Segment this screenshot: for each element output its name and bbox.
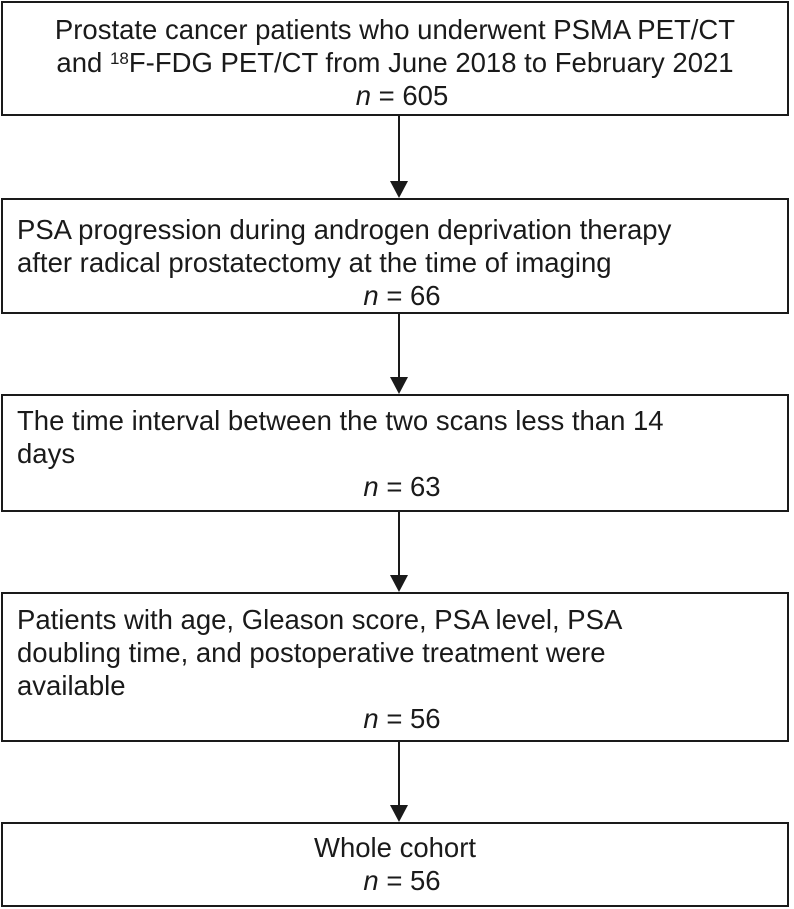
step-text-line: PSA progression during androgen deprivat… xyxy=(17,214,672,245)
step-count: n = 605 xyxy=(17,79,787,112)
step-box-psa-progression: PSA progression during androgen deprivat… xyxy=(1,198,789,314)
step-text-line: available xyxy=(17,670,126,701)
isotope-superscript: 18 xyxy=(109,49,129,68)
n-label: n xyxy=(363,471,379,502)
step-text-prefix: and xyxy=(56,47,110,78)
step-text-line: days xyxy=(17,438,76,469)
n-label: n xyxy=(363,703,379,734)
n-value: = 56 xyxy=(386,865,441,896)
step-box-initial-patients: Prostate cancer patients who underwent P… xyxy=(1,1,789,116)
step-text-rest: F-FDG PET/CT from June 2018 to February … xyxy=(128,47,734,78)
arrow-3-to-4 xyxy=(390,512,408,592)
n-label: n xyxy=(355,80,372,111)
arrow-1-to-2 xyxy=(390,116,408,198)
step-count: n = 56 xyxy=(17,702,787,735)
step-text-line: Prostate cancer patients who underwent P… xyxy=(54,14,736,45)
n-value: = 63 xyxy=(386,471,441,502)
step-box-data-available: Patients with age, Gleason score, PSA le… xyxy=(1,592,789,742)
arrow-4-to-5 xyxy=(390,742,408,822)
n-label: n xyxy=(363,280,379,311)
step-count: n = 63 xyxy=(17,470,787,503)
step-count: n = 66 xyxy=(17,279,787,312)
step-text-line: Whole cohort xyxy=(313,832,477,863)
step-text-line: and 18F-FDG PET/CT from June 2018 to Feb… xyxy=(17,46,787,79)
step-text-line: doubling time, and postoperative treatme… xyxy=(17,637,606,668)
step-count: n = 56 xyxy=(17,864,787,897)
arrow-2-to-3 xyxy=(390,314,408,394)
n-label: n xyxy=(363,865,379,896)
step-text-line: after radical prostatectomy at the time … xyxy=(17,247,612,278)
step-text-line: The time interval between the two scans … xyxy=(17,405,664,436)
step-box-time-interval: The time interval between the two scans … xyxy=(1,394,789,512)
step-box-whole-cohort: Whole cohort n = 56 xyxy=(1,822,789,907)
n-value: = 605 xyxy=(378,80,449,111)
step-text-line: Patients with age, Gleason score, PSA le… xyxy=(17,604,623,635)
n-value: = 66 xyxy=(386,280,441,311)
n-value: = 56 xyxy=(386,703,441,734)
